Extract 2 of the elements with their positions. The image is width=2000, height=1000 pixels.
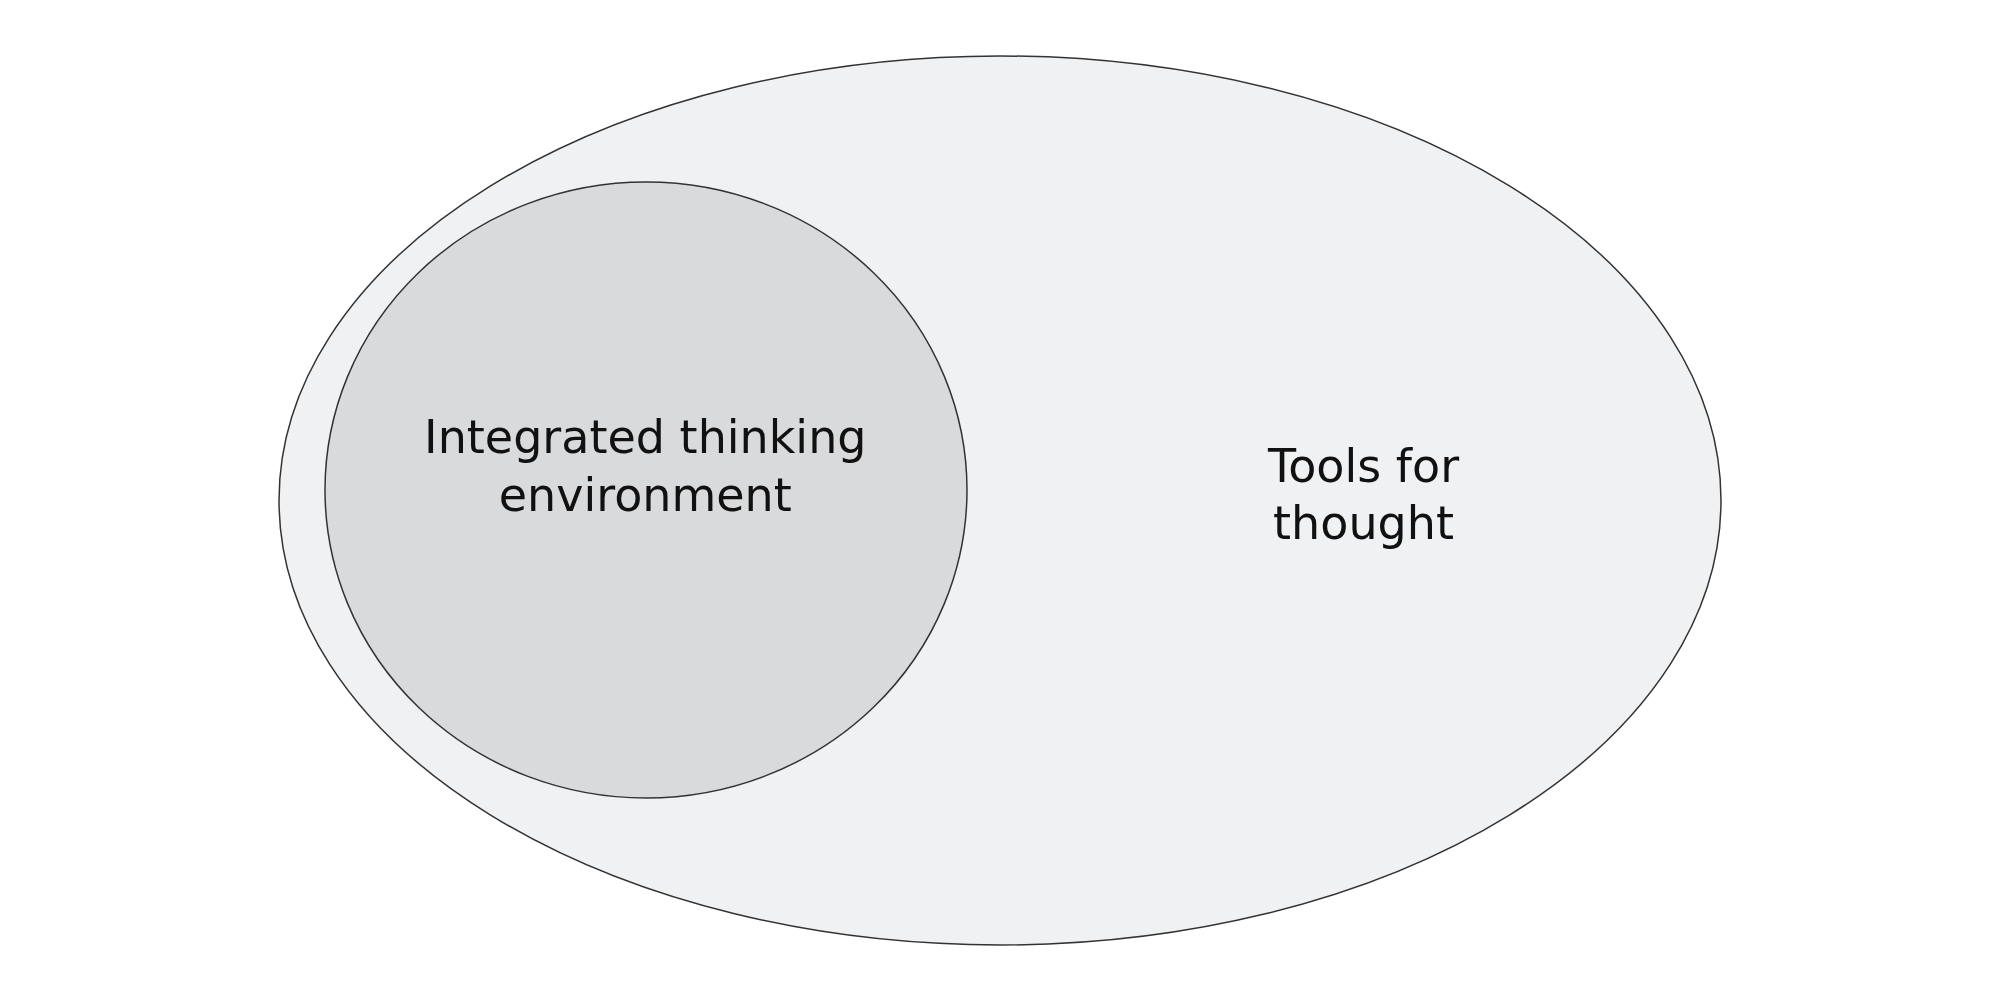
set-label: Integrated thinking environment	[423, 409, 868, 524]
set-label: Tools for thought	[1266, 438, 1461, 553]
